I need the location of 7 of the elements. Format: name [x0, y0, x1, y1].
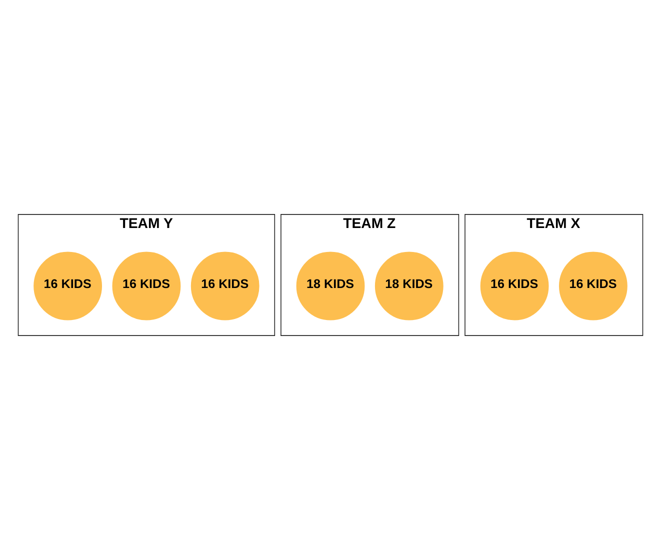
node-circle: 16 KIDS [558, 252, 628, 320]
node-circle: 16 KIDS [480, 252, 549, 320]
node-circle: 16 KIDS [190, 252, 260, 320]
node-circle: 16 KIDS [34, 252, 102, 320]
node-circle: 18 KIDS [296, 252, 365, 320]
node-circle: 16 KIDS [112, 252, 181, 320]
node-circle: 18 KIDS [374, 252, 444, 320]
